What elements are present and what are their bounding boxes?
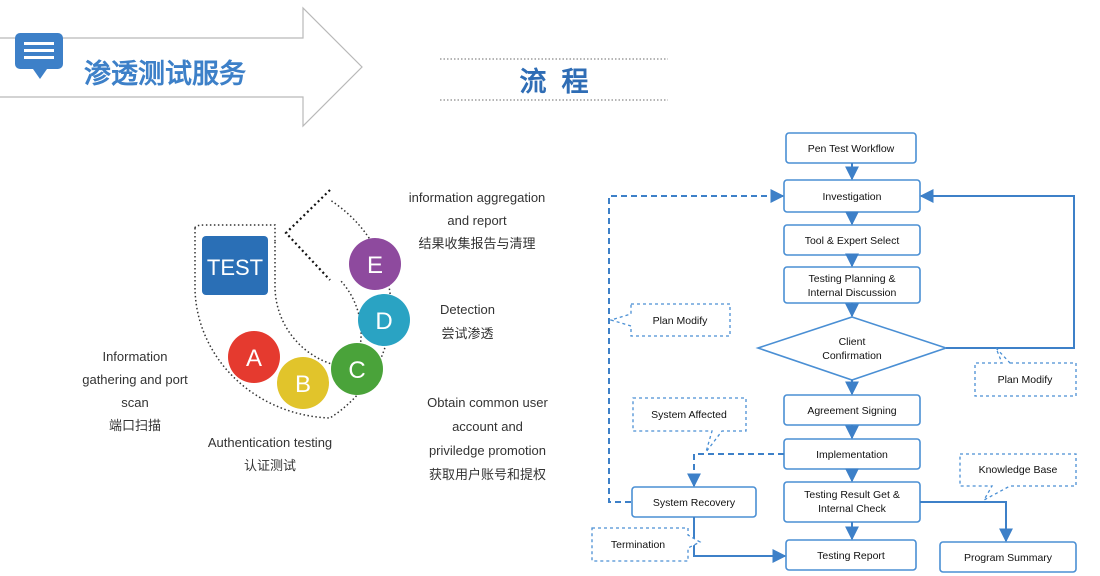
edge-recovery-investigation: [608, 189, 785, 503]
label-program-summary: Program Summary: [964, 552, 1053, 564]
step-a-letter: A: [246, 345, 262, 372]
step-a-description: Information gathering and port scan 端口扫描: [82, 349, 188, 433]
step-c-circle: [331, 343, 383, 395]
chat-bubble-icon: [15, 33, 63, 79]
step-d-letter: D: [375, 308, 392, 335]
step-c: C: [331, 343, 383, 395]
step-e-letter: E: [367, 252, 383, 279]
cycle-return-arrow: [284, 189, 331, 281]
label-confirmation-1: Client: [839, 336, 866, 348]
label-planning-2: Internal Discussion: [808, 287, 897, 299]
step-b-letter: B: [295, 371, 311, 398]
step-d-description: Detection 尝试渗透: [440, 302, 495, 341]
edge-confirmation-loop: [919, 189, 1075, 349]
callout-termination: [591, 527, 702, 562]
label-investigation: Investigation: [823, 191, 882, 203]
section-title: 流 程: [519, 67, 589, 97]
callout-plan-modify-left: [608, 303, 731, 337]
step-b-description: Authentication testing 认证测试: [207, 435, 333, 473]
callout-system-affected: [632, 397, 747, 453]
label-planning-1: Testing Planning &: [809, 273, 896, 285]
test-label: TEST: [207, 255, 263, 280]
step-e-circle: [349, 238, 401, 290]
label-termination: Termination: [611, 539, 665, 551]
edge-implementation-recovery: [687, 453, 784, 488]
label-knowledge-base: Knowledge Base: [979, 464, 1058, 476]
test-cycle-diagram: TEST A B C D E: [194, 189, 410, 419]
test-box: [202, 236, 268, 295]
step-b-circle: [277, 357, 329, 409]
edge-result-summary: [920, 501, 1013, 543]
step-e-description: information aggregation and report 结果收集报…: [408, 190, 546, 251]
label-workflow: Pen Test Workflow: [808, 143, 895, 155]
step-a: A: [228, 331, 280, 383]
header-graphic: [0, 6, 668, 128]
step-d-circle: [358, 294, 410, 346]
label-system-affected: System Affected: [651, 409, 727, 421]
callout-knowledge-base: [959, 453, 1077, 502]
label-implementation: Implementation: [816, 449, 888, 461]
step-c-letter: C: [348, 357, 365, 384]
label-plan-modify-right: Plan Modify: [998, 374, 1054, 386]
cycle-left-cap: [194, 224, 276, 242]
step-d: D: [358, 294, 410, 346]
label-agreement: Agreement Signing: [807, 405, 896, 417]
label-plan-modify-left: Plan Modify: [653, 315, 709, 327]
step-a-circle: [228, 331, 280, 383]
cycle-outer-ring: [194, 199, 392, 419]
header-arrow: [0, 6, 363, 128]
step-e: E: [349, 238, 401, 290]
node-result-check: [783, 481, 921, 523]
label-result-2: Internal Check: [818, 503, 886, 515]
label-confirmation-2: Confirmation: [822, 350, 882, 362]
edge-recovery-report: [693, 517, 787, 563]
label-system-recovery: System Recovery: [653, 497, 736, 509]
label-testing-report: Testing Report: [817, 550, 885, 562]
step-c-description: Obtain common user account and priviledg…: [427, 395, 548, 482]
node-confirmation: [755, 316, 949, 381]
callout-plan-modify-right: [974, 347, 1077, 397]
label-result-1: Testing Result Get &: [804, 489, 900, 501]
label-tool-select: Tool & Expert Select: [805, 235, 900, 247]
step-b: B: [277, 357, 329, 409]
page-title: 渗透测试服务: [84, 59, 246, 89]
